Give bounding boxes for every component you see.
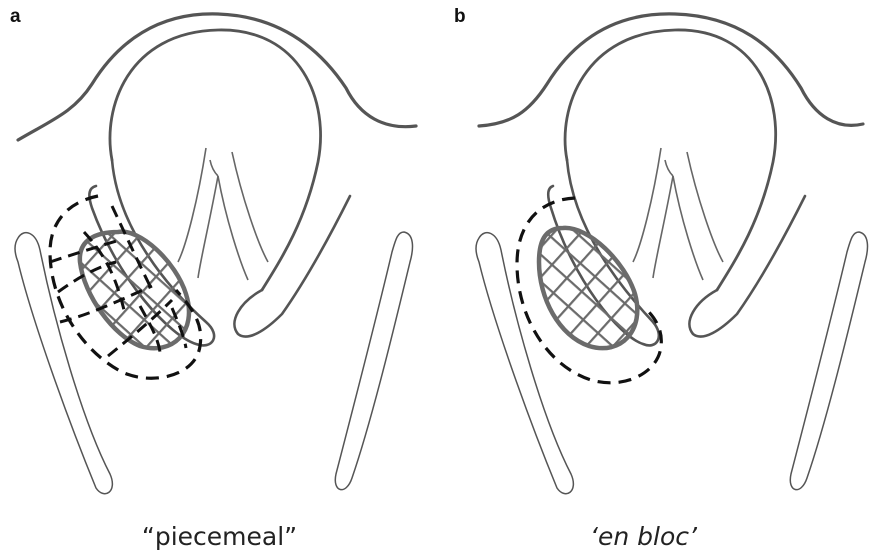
left-vocal-fold [178, 148, 206, 262]
glottis-apex [210, 160, 218, 176]
right-vocal-fold-inner [218, 176, 248, 280]
caption-en-bloc: ‘en bloc’ [424, 522, 863, 551]
caption-piecemeal: “piecemeal” [0, 522, 439, 551]
lesion-mesh-b [519, 216, 669, 366]
left-vocal-fold [633, 148, 661, 262]
left-vocal-fold-inner [198, 176, 218, 278]
glottis-apex [665, 160, 673, 176]
panel-piecemeal: a [0, 0, 439, 560]
panel-en-bloc: b ‘en bloc’ [439, 0, 878, 560]
right-aryepiglottic-fold [689, 196, 805, 337]
right-aryepiglottic-fold [234, 196, 350, 337]
right-vocal-fold-inner [673, 176, 703, 280]
thyroid-cartilage-outline [18, 14, 416, 140]
right-vocal-fold [687, 152, 723, 262]
left-vocal-fold-inner [653, 176, 673, 278]
laryngeal-diagram-a [0, 0, 439, 510]
laryngeal-diagram-b [439, 0, 878, 510]
right-pyriform-limb [335, 232, 412, 490]
right-vocal-fold [232, 152, 268, 262]
right-pyriform-limb [790, 232, 867, 490]
